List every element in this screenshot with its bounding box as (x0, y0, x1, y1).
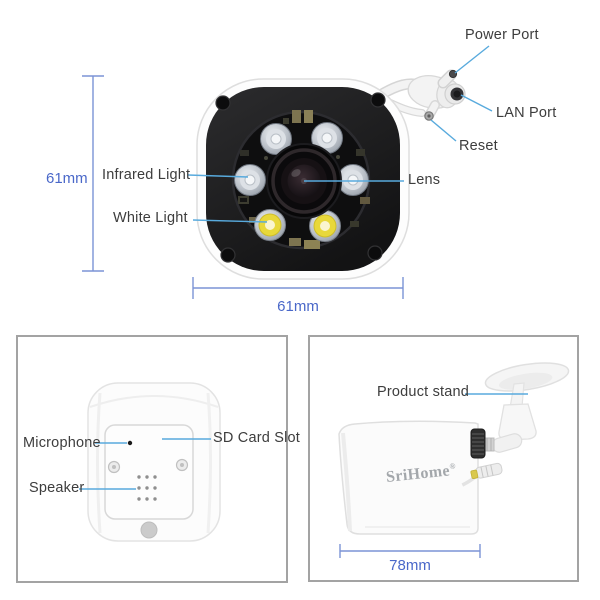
lan-port-connector (444, 83, 466, 105)
leader-lines (187, 45, 493, 223)
microphone-label: Microphone (23, 435, 101, 451)
microphone-hole (127, 440, 133, 446)
sd-card-panel (104, 424, 194, 520)
adjustment-knob (470, 428, 495, 459)
mount-hole (140, 521, 158, 539)
bottom-leader-lines (79, 438, 211, 490)
bottom-view-drawing (79, 382, 221, 542)
white-light-leds (254, 209, 341, 242)
pcb-components (238, 110, 370, 249)
camera-side-body (338, 420, 479, 535)
side-view-drawing (338, 362, 570, 558)
height-dimension: 61mm (46, 170, 88, 187)
speaker-holes (137, 475, 157, 501)
dimension-lines (82, 75, 404, 299)
power-port-label: Power Port (465, 27, 539, 43)
side-view-panel: Product stand SriHome® 78mm (308, 335, 579, 582)
side-dimension-line (339, 544, 481, 558)
lan-port-label: LAN Port (496, 105, 557, 121)
cable-connector (461, 462, 503, 487)
speaker-label: Speaker (29, 480, 85, 496)
side-width-dimension: 78mm (389, 557, 431, 574)
reset-label: Reset (459, 138, 498, 154)
white-light-label: White Light (113, 210, 188, 226)
sd-card-slot-label: SD Card Slot (213, 430, 301, 446)
bottom-view-panel: Microphone SD Card Slot Speaker (16, 335, 300, 583)
lens-label: Lens (408, 172, 441, 188)
product-stand (484, 362, 570, 453)
front-view-drawing (82, 45, 493, 299)
width-dimension: 61mm (277, 298, 319, 315)
infrared-leds (234, 122, 369, 196)
camera-front-body (196, 78, 410, 280)
brand-registered-mark: ® (449, 461, 457, 471)
reset-button (424, 100, 440, 121)
power-port-connector (437, 69, 458, 89)
product-stand-label: Product stand (377, 384, 470, 400)
infrared-light-label: Infrared Light (102, 167, 191, 183)
panel-screws (107, 458, 189, 474)
face-screws (215, 92, 386, 263)
